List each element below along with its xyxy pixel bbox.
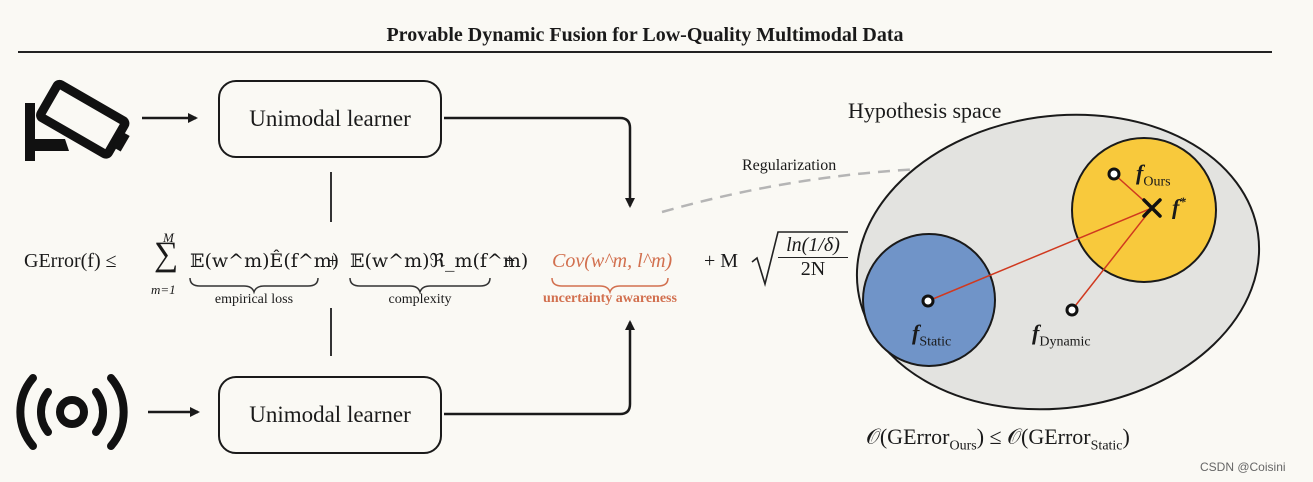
fraction-numerator: ln(1/δ): [778, 234, 848, 258]
connector-top-learner: [444, 116, 635, 208]
term-complexity: 𝔼(w^m)ℜ_m(f^m): [350, 250, 529, 272]
unimodal-learner-top-label: Unimodal learner: [249, 106, 411, 131]
optimal-point-cross-icon: [1142, 198, 1162, 218]
sum-symbol: ∑: [154, 236, 179, 273]
term-covariance: Cov(w^m, l^m): [552, 250, 673, 272]
hypothesis-space-label: Hypothesis space: [848, 98, 1002, 123]
label-uncertainty-awareness: uncertainty awareness: [543, 291, 677, 306]
point-static: [921, 294, 935, 308]
connector-bottom-learner: [444, 320, 635, 416]
plus-sign-2: +: [504, 250, 516, 272]
unimodal-learner-bottom: Unimodal learner: [218, 376, 442, 454]
label-empirical-loss: empirical loss: [214, 292, 294, 307]
brace-empirical-loss: [189, 277, 319, 295]
confidence-fraction: ln(1/δ) 2N: [778, 234, 848, 281]
label-complexity: complexity: [388, 292, 452, 307]
point-dynamic: [1065, 303, 1079, 317]
fraction-denominator: 2N: [800, 258, 826, 280]
page-title: Provable Dynamic Fusion for Low-Quality …: [386, 24, 904, 46]
plus-sign-1: +: [327, 250, 339, 272]
generalization-comparison-formula: 𝒪(GErrorOurs) ≤ 𝒪(GErrorStatic): [866, 424, 1130, 454]
unimodal-learner-bottom-label: Unimodal learner: [249, 402, 411, 427]
term-empirical: 𝔼(w^m)Ê(f^m): [190, 250, 340, 272]
line-dynamic-to-star: [1071, 207, 1153, 311]
formula-lhs: GError(f) ≤: [24, 250, 117, 272]
wireless-signal-icon: [16, 374, 128, 450]
sum-lower-bound: m=1: [151, 282, 176, 297]
line-static-to-star: [927, 207, 1153, 302]
term-confidence-prefix: + M: [704, 250, 739, 272]
f-star-label: f*: [1172, 194, 1186, 220]
sqrt-sign: [751, 231, 848, 287]
brace-uncertainty: [551, 277, 669, 295]
security-camera-icon: [25, 79, 130, 161]
brace-complexity: [349, 277, 491, 295]
regularization-label: Regularization: [742, 157, 837, 174]
f-dynamic-label: fDynamic: [1032, 320, 1091, 350]
point-ours: [1107, 167, 1121, 181]
unimodal-learner-top: Unimodal learner: [218, 80, 442, 158]
watermark: CSDN @Coisini: [1200, 460, 1286, 474]
f-static-label: fStatic: [912, 320, 952, 350]
f-ours-label: fOurs: [1136, 160, 1171, 190]
sum-upper-bound: M: [163, 230, 174, 245]
title-rule: [18, 51, 1272, 53]
